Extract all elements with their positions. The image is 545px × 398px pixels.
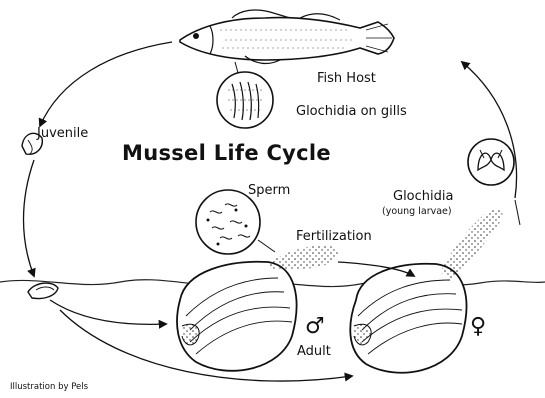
sperm-cloud — [270, 246, 338, 270]
fish-host-label: Fish Host — [317, 71, 376, 86]
small-mussel — [28, 283, 58, 298]
fertilization-label: Fertilization — [296, 229, 372, 244]
glochidia-cloud — [440, 209, 502, 280]
female-symbol: ♀ — [470, 314, 486, 339]
glochidia-on-gills-label: Glochidia on gills — [296, 104, 407, 119]
sperm-inset — [196, 190, 260, 254]
glochidia-inset — [468, 139, 514, 185]
adult-label: Adult — [297, 344, 331, 359]
gills-inset — [217, 62, 273, 128]
fish-host — [180, 10, 394, 63]
male-symbol: ♂ — [305, 314, 325, 339]
illustration-credit: Illustration by Pels — [10, 382, 88, 392]
juvenile-label: Juvenile — [37, 126, 88, 141]
adult-mussel-male — [177, 262, 296, 371]
glochidia-label: Glochidia — [393, 189, 453, 204]
sperm-pointer — [258, 240, 275, 252]
page-title: Mussel Life Cycle — [122, 141, 331, 165]
sperm-label: Sperm — [248, 183, 290, 198]
adult-mussel-female — [350, 264, 466, 373]
glochidia-note-label: (young larvae) — [382, 206, 452, 217]
